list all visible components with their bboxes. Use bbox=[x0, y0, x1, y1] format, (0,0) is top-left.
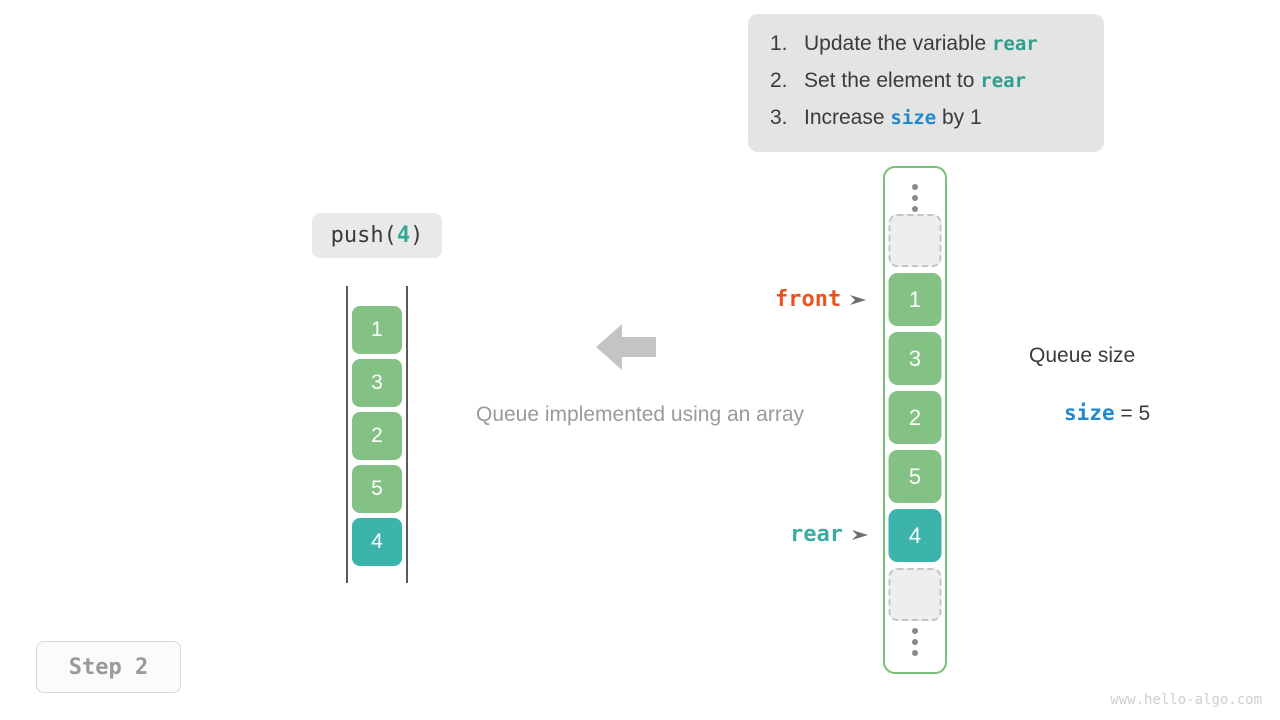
queue-slot-front: 1 bbox=[888, 273, 942, 326]
instruction-text-suffix: by 1 bbox=[936, 106, 982, 129]
left-array: 1 3 2 5 4 bbox=[346, 286, 408, 583]
instruction-keyword-rear: rear bbox=[991, 33, 1038, 55]
instruction-number: 1. bbox=[770, 32, 788, 55]
queue-slot: 5 bbox=[888, 450, 942, 503]
array-right-rail bbox=[406, 286, 408, 583]
left-array-cell: 2 bbox=[352, 412, 402, 460]
instruction-number: 3. bbox=[770, 106, 788, 129]
queue-container: 1 3 2 5 4 bbox=[883, 166, 947, 674]
left-array-cell-highlighted: 4 bbox=[352, 518, 402, 566]
left-array-cells: 1 3 2 5 4 bbox=[352, 306, 402, 571]
ellipsis-bottom-icon bbox=[912, 628, 918, 656]
operation-argument: 4 bbox=[396, 223, 411, 248]
instruction-number: 2. bbox=[770, 69, 788, 92]
queue-slot: 2 bbox=[888, 391, 942, 444]
dot bbox=[912, 195, 918, 201]
queue-size-title: Queue size bbox=[1029, 344, 1136, 367]
step-badge: Step 2 bbox=[36, 641, 181, 693]
instruction-keyword-rear: rear bbox=[980, 70, 1027, 92]
dot bbox=[912, 639, 918, 645]
front-pointer: front bbox=[775, 287, 868, 312]
queue-slot: 3 bbox=[888, 332, 942, 385]
instruction-text: Set the element to bbox=[804, 69, 981, 92]
queue-slot-empty bbox=[888, 214, 942, 267]
diagram-caption: Queue implemented using an array bbox=[475, 403, 805, 426]
pointer-arrow-icon bbox=[851, 529, 868, 540]
operation-name: push( bbox=[330, 223, 397, 248]
instruction-item-3: 3. Increase size by 1 bbox=[770, 106, 1084, 143]
watermark: www.hello-algo.com bbox=[1110, 692, 1262, 708]
queue-slot-empty bbox=[888, 568, 942, 621]
dot bbox=[912, 184, 918, 190]
size-variable: size bbox=[1064, 401, 1115, 425]
instruction-item-1: 1. Update the variable rear bbox=[770, 32, 1084, 69]
dot bbox=[912, 628, 918, 634]
rear-pointer-label: rear bbox=[790, 522, 843, 547]
ellipsis-top-icon bbox=[912, 184, 918, 212]
left-array-cell: 1 bbox=[352, 306, 402, 354]
queue-slot-rear: 4 bbox=[888, 509, 942, 562]
rear-pointer: rear bbox=[790, 522, 870, 547]
left-arrow-icon bbox=[596, 322, 656, 377]
dot bbox=[912, 650, 918, 656]
dot bbox=[912, 206, 918, 212]
operation-label: push(4) bbox=[312, 213, 442, 258]
front-pointer-label: front bbox=[775, 287, 842, 312]
size-equals: = bbox=[1114, 402, 1139, 425]
queue-size-readout: Queue size size = 5 bbox=[1029, 344, 1150, 450]
instruction-item-2: 2. Set the element to rear bbox=[770, 69, 1084, 106]
left-array-cell: 3 bbox=[352, 359, 402, 407]
array-left-rail bbox=[346, 286, 348, 583]
instruction-text: Increase bbox=[804, 106, 891, 129]
instruction-panel: 1. Update the variable rear 2. Set the e… bbox=[748, 14, 1104, 152]
queue-size-expression: size = 5 bbox=[1029, 377, 1150, 450]
instruction-keyword-size: size bbox=[890, 107, 937, 129]
operation-close-paren: ) bbox=[410, 223, 424, 248]
pointer-arrow-icon bbox=[850, 294, 867, 305]
instruction-text: Update the variable bbox=[804, 32, 992, 55]
left-array-cell: 5 bbox=[352, 465, 402, 513]
size-value: 5 bbox=[1138, 402, 1151, 425]
